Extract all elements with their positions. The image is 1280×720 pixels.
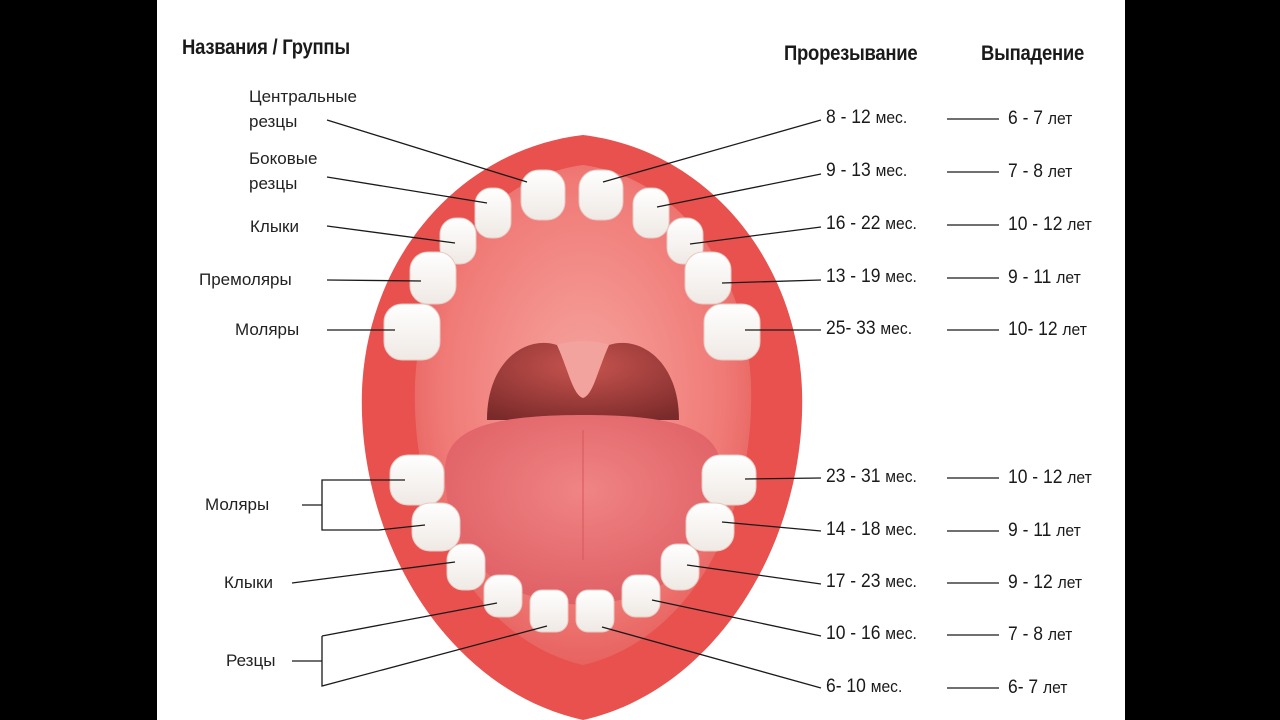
uvula: [557, 341, 609, 398]
diagram-panel: Названия / Группы Прорезывание Выпадение…: [157, 0, 1125, 720]
loss-value: 10 - 12 лет: [1008, 214, 1092, 235]
upper-molar-left: [383, 303, 441, 361]
upper-central-incisor-right: [578, 169, 624, 221]
eruption-value: 23 - 31 мес.: [826, 466, 917, 487]
eruption-value: 25- 33 мес.: [826, 318, 913, 339]
lower-premolar-right: [685, 502, 735, 552]
upper-molar-right: [703, 303, 761, 361]
loss-value: 10 - 12 лет: [1008, 467, 1092, 488]
label-molars-lower: Моляры: [205, 495, 270, 514]
header-names: Названия / Группы: [182, 36, 350, 59]
loss-value: 9 - 11 лет: [1008, 520, 1081, 541]
label-lateral-incisors: Боковые резцы: [249, 149, 318, 193]
upper-premolar-left: [409, 251, 457, 305]
eruption-value: 9 - 13 мес.: [826, 160, 908, 181]
loss-value: 6 - 7 лет: [1008, 108, 1073, 129]
upper-teeth: [383, 169, 761, 361]
upper-central-incisor-left: [520, 169, 566, 221]
label-incisors-lower: Резцы: [226, 651, 276, 670]
eruption-value: 14 - 18 мес.: [826, 519, 917, 540]
upper-premolar-right: [684, 251, 732, 305]
loss-value: 6- 7 лет: [1008, 677, 1068, 698]
upper-lateral-incisor-left: [474, 187, 512, 239]
header-eruption: Прорезывание: [784, 42, 918, 65]
upper-lateral-incisor-right: [632, 187, 670, 239]
eruption-value: 16 - 22 мес.: [826, 213, 917, 234]
loss-value: 10- 12 лет: [1008, 319, 1087, 340]
label-central-incisors: Центральные резцы: [249, 87, 357, 131]
eruption-value: 8 - 12 мес.: [826, 107, 908, 128]
lower-canine-left: [446, 543, 486, 591]
lower-lateral-incisor-left: [483, 574, 523, 618]
lower-premolar-left: [411, 502, 461, 552]
loss-value: 7 - 8 лет: [1008, 161, 1073, 182]
label-molars-upper: Моляры: [235, 320, 300, 339]
lower-molar-right: [701, 454, 757, 506]
eruption-value: 6- 10 мес.: [826, 676, 903, 697]
label-premolars: Премоляры: [199, 270, 292, 289]
eruption-value: 10 - 16 мес.: [826, 623, 917, 644]
mouth-illustration: [291, 118, 999, 720]
lower-central-incisor-right: [575, 589, 615, 633]
upper-canine-right: [666, 217, 704, 265]
lower-central-incisor-left: [529, 589, 569, 633]
loss-value: 7 - 8 лет: [1008, 624, 1073, 645]
loss-value: 9 - 12 лет: [1008, 572, 1083, 593]
label-canines-upper: Клыки: [250, 217, 299, 236]
right-leader-lines: [601, 118, 999, 689]
lower-lateral-incisor-right: [621, 574, 661, 618]
throat: [487, 342, 679, 420]
left-leader-lines: [291, 119, 548, 687]
lower-teeth: [389, 454, 757, 633]
header-loss: Выпадение: [981, 42, 1085, 65]
eruption-value: 17 - 23 мес.: [826, 571, 917, 592]
lower-canine-right: [660, 543, 700, 591]
eruption-value: 13 - 19 мес.: [826, 266, 917, 287]
loss-value: 9 - 11 лет: [1008, 267, 1081, 288]
label-canines-lower: Клыки: [224, 573, 273, 592]
